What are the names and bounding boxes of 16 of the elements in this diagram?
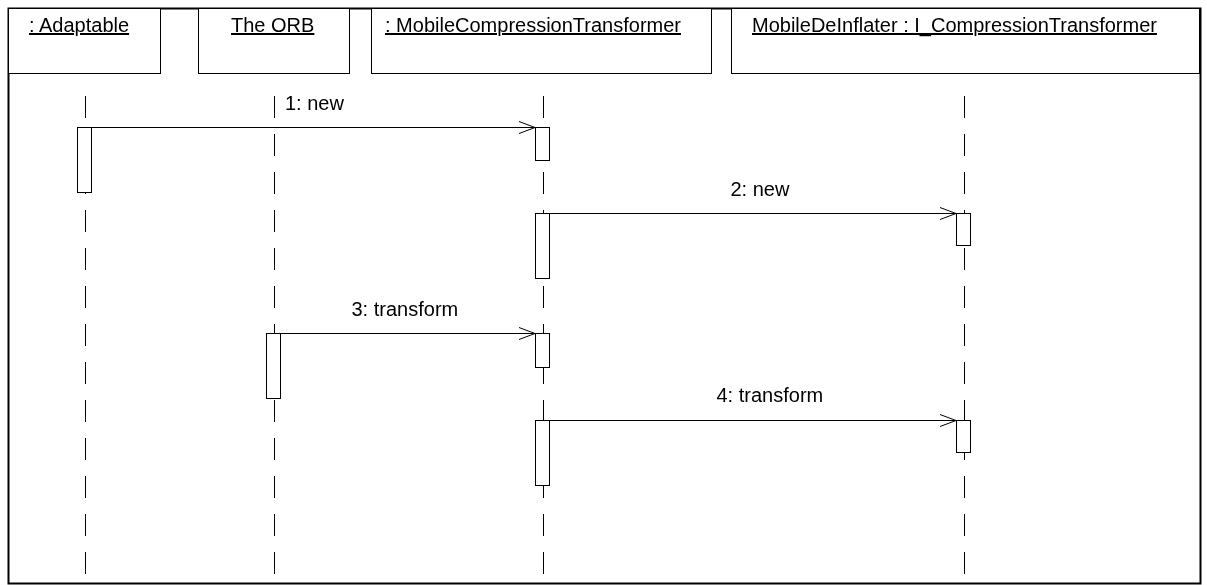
lifeline-header: : MobileCompressionTransformer — [371, 8, 712, 74]
activation-bar — [77, 127, 92, 193]
activation-bar — [535, 213, 550, 279]
lifeline-header: : Adaptable — [8, 8, 161, 74]
lifeline-header: MobileDeInflater : I_CompressionTransformer — [731, 8, 1200, 74]
activation-bar — [266, 333, 281, 399]
activation-bar — [956, 420, 971, 453]
activation-bar — [535, 420, 550, 486]
lifeline-header: The ORB — [198, 8, 350, 74]
message-arrow — [549, 207, 957, 220]
message-arrow — [91, 121, 536, 134]
activation-bar — [956, 213, 971, 246]
activation-bar — [535, 333, 550, 368]
activation-bar — [535, 127, 550, 161]
message-arrow — [280, 327, 536, 340]
message-arrow — [549, 414, 957, 427]
